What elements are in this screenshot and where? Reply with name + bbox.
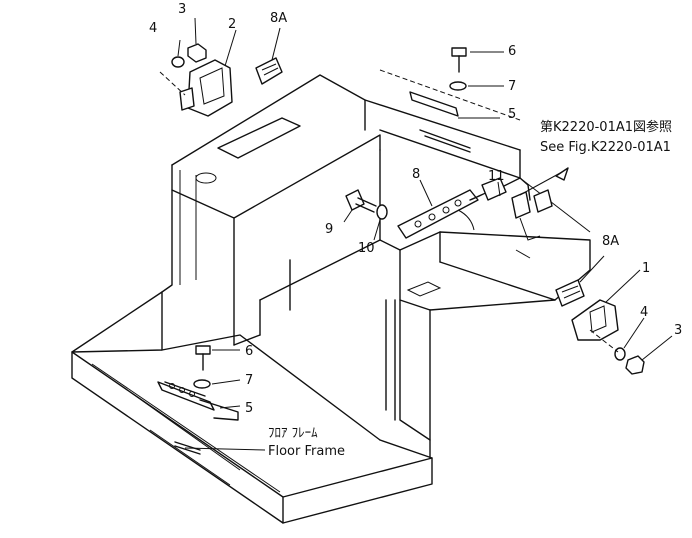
callout-2: 2 xyxy=(228,17,236,32)
cab-left-block xyxy=(161,74,521,346)
part-6-bolt-bottom xyxy=(195,345,211,371)
callout-11: 11 xyxy=(488,169,505,184)
part-4-washer-top xyxy=(171,56,185,68)
callout-3-top: 3 xyxy=(178,2,186,17)
floor-frame-label-en: Floor Frame xyxy=(268,444,345,459)
part-8A-cover-right xyxy=(555,279,585,307)
callout-6-top: 6 xyxy=(508,44,516,59)
callout-8A-right: 8A xyxy=(602,234,619,249)
part-1-bracket xyxy=(571,299,619,341)
cab-right-block xyxy=(385,177,591,459)
part-2-bracket xyxy=(159,59,233,117)
callout-7-top: 7 xyxy=(508,79,516,94)
right-upper-rail xyxy=(379,69,521,153)
callout-5-top: 5 xyxy=(508,107,516,122)
part-10-washer xyxy=(376,204,388,220)
callout-4-right: 4 xyxy=(640,305,648,320)
part-6-bolt-top xyxy=(451,47,467,73)
callout-9: 9 xyxy=(325,222,333,237)
part-8A-cover-top xyxy=(255,57,283,85)
part-9-bolt xyxy=(345,189,377,213)
floor-frame-label-jp: ﾌﾛｱ ﾌﾚｰﾑ xyxy=(268,426,318,441)
part-3-nut-top xyxy=(187,43,207,63)
callout-4-top: 4 xyxy=(149,21,157,36)
part-7-washer-top xyxy=(449,81,467,91)
part-3-nut-right xyxy=(625,355,645,375)
lower-rail xyxy=(157,381,239,455)
part-7-washer-bottom xyxy=(193,379,211,389)
reference-note-jp: 第K2220-01A1図参照 xyxy=(540,119,672,135)
callout-10: 10 xyxy=(358,241,375,256)
part-11-harness xyxy=(457,177,553,259)
callout-5-bottom: 5 xyxy=(245,401,253,416)
callout-8: 8 xyxy=(412,167,420,182)
part-4-washer-right xyxy=(614,347,626,361)
callout-6-bottom: 6 xyxy=(245,344,253,359)
callout-3-right: 3 xyxy=(674,323,682,338)
reference-note-en: See Fig.K2220-01A1 xyxy=(540,140,671,155)
part-8-switch-plate xyxy=(397,189,479,239)
callout-7-bottom: 7 xyxy=(245,373,253,388)
callout-8A-top: 8A xyxy=(270,11,287,26)
callout-1: 1 xyxy=(642,261,650,276)
